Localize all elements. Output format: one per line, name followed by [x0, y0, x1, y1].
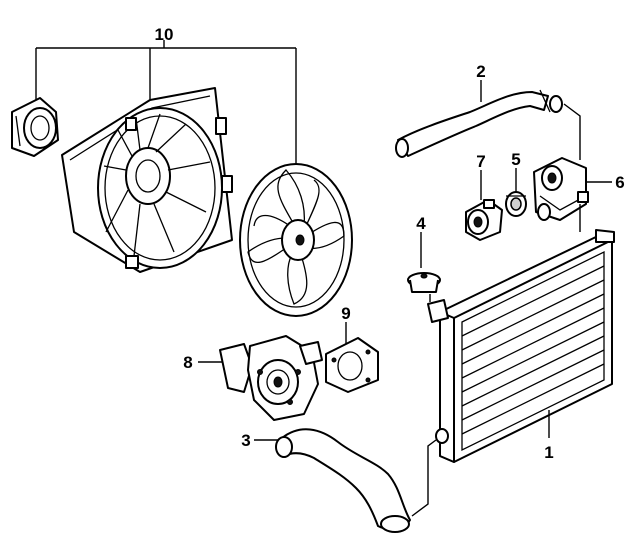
callout-6: 6 — [615, 173, 624, 192]
leader-hose-to-radiator — [411, 439, 437, 517]
fan-motor — [11, 97, 59, 157]
thermostat — [505, 191, 527, 217]
callout-10: 10 — [155, 25, 174, 44]
callout-5: 5 — [511, 150, 520, 169]
callout-10-bracket — [35, 40, 297, 165]
water-pump-gasket — [325, 337, 379, 393]
upper-radiator-hose — [395, 89, 563, 158]
callout-4: 4 — [416, 214, 426, 233]
radiator — [427, 229, 615, 463]
radiator-fins — [461, 265, 605, 435]
callout-1: 1 — [544, 443, 553, 462]
water-pump — [219, 335, 323, 421]
fan-blade — [239, 163, 353, 317]
radiator-cap — [407, 272, 441, 293]
lower-radiator-hose — [275, 428, 411, 533]
callout-2: 2 — [476, 62, 485, 81]
callout-8: 8 — [183, 353, 192, 372]
thermostat-housing — [533, 157, 589, 221]
leader-hose-to-housing — [563, 103, 581, 160]
callout-9: 9 — [341, 304, 350, 323]
callout-7: 7 — [476, 152, 485, 171]
callout-3: 3 — [241, 431, 250, 450]
thermostat-housing-cap — [465, 199, 503, 241]
fan-shroud — [61, 87, 233, 273]
